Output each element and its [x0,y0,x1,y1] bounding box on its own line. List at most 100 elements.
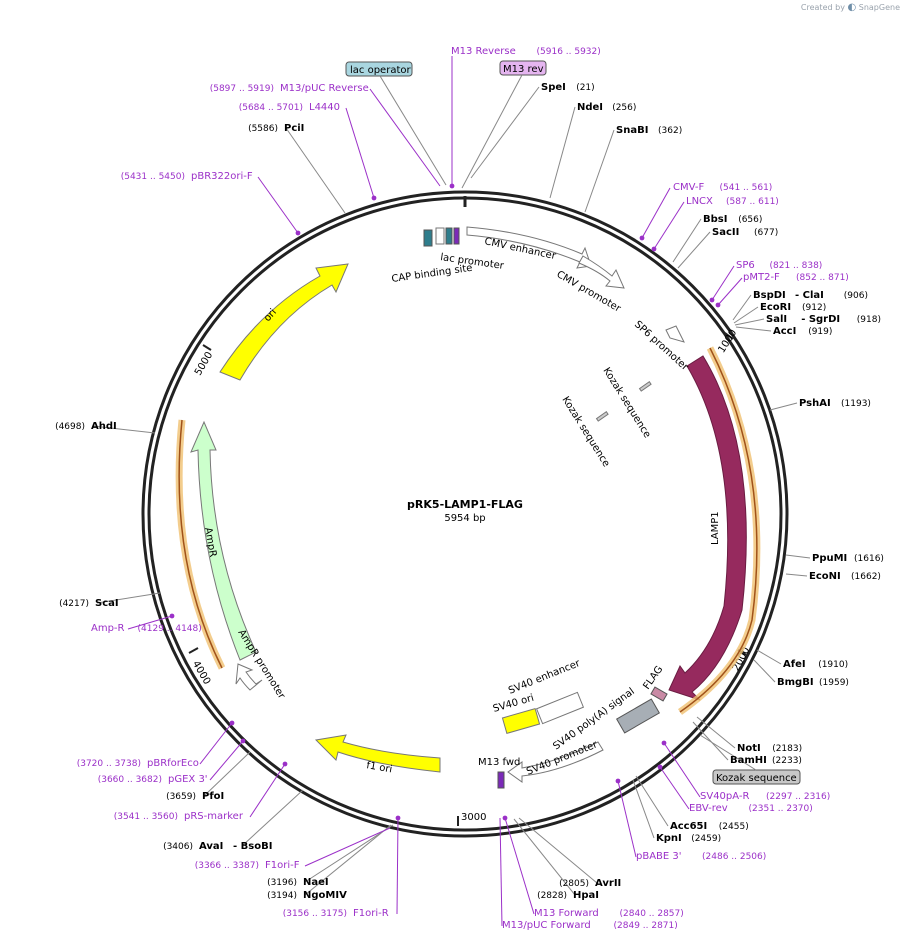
enzyme-NaeI: NaeI [303,877,329,888]
credit-brand: SnapGene [858,3,900,12]
enzyme-PpuMI: PpuMI [812,553,847,564]
primer-site-mark-12 [282,761,288,767]
enzyme-pos-PfoI: (3659) [166,792,196,802]
primer-prs-marker: pRS-marker [184,811,244,822]
primer-site-mark-7 [661,740,667,746]
enzyme-pos-PciI: (5586) [248,124,278,134]
enzyme-PshAI: PshAI [799,398,831,409]
enzyme-SacII: SacII [712,227,739,238]
primer-site-mark-5 [709,297,715,303]
snapgene-logo-icon: ◐ [847,2,857,13]
m13-fwd-label: M13 fwd [478,757,520,768]
primer-pbrforeco: pBRforEco [147,758,199,769]
primer-range-11: (2840 .. 2857) [620,909,684,919]
lamp1-label: LAMP1 [710,511,721,545]
enzyme-NotI: NotI [737,743,761,754]
enzyme-pos-AfeI: (1910) [818,660,848,670]
primer-site-mark-1 [371,195,377,201]
enzyme-SpeI: SpeI [541,82,566,93]
flag-feature [650,686,668,702]
enzyme-EcoRI: EcoRI [760,302,791,313]
primer-range-14: (3156 .. 3175) [283,909,347,919]
primer-ebv-rev: EBV-rev [689,803,728,814]
credit: Created by ◐ SnapGene [801,2,900,13]
m13-fwd-feature [497,771,505,789]
enzyme-BmgBI: BmgBI [777,677,814,688]
primer-lncx: LNCX [686,196,713,207]
features [175,226,761,789]
primer-range-2: (5684 .. 5701) [239,103,303,113]
lac-promoter-feature [435,227,445,245]
flag-label: FLAG [641,664,665,692]
kozak-mark-1 [638,381,652,392]
primer-range-16: (3660 .. 3682) [98,775,162,785]
primer-site-mark-3 [639,235,645,241]
kozak-mark-2 [595,411,609,422]
leader-lines [92,56,811,927]
enzyme-pos-PpuMI: (1616) [854,554,884,564]
primer-site-mark-8 [657,764,663,770]
primer-site-mark-0 [449,183,455,189]
enzyme-pos-BmgBI: (1959) [819,678,849,688]
sv40-polya-feature [615,698,661,734]
primer-range-15: (3541 .. 3560) [114,812,178,822]
primer-site-mark-11 [395,815,401,821]
enzyme-pos-EcoRI: (912) [802,303,826,313]
enzyme-pos-NotI: (2183) [772,744,802,754]
enzyme-ClaI: - ClaI [795,290,824,301]
ampr-promoter-arrow [235,663,263,691]
enzyme-BspDI: BspDI [753,290,786,301]
ampr-arrow [190,420,257,661]
enzyme-pos-SalI: (918) [857,315,881,325]
plasmid-name: pRK5-LAMP1-FLAG [407,498,523,511]
primer-site-mark-10 [502,815,508,821]
primer-amp-r: Amp-R [91,623,125,634]
primer-sv40pa-r: SV40pA-R [700,791,749,802]
enzyme-BamHI: BamHI [730,755,767,766]
primer-range-12: (2849 .. 2871) [614,921,678,931]
enzyme-ScaI: ScaI [95,598,119,609]
primer-cmv-f: CMV-F [673,182,704,193]
enzyme-pos-SacII: (677) [754,228,778,238]
primer-pgex-3-: pGEX 3' [168,774,208,785]
cap-site-label: CAP binding site [391,263,473,285]
m13-rev-box: M13 rev [499,60,547,76]
cmv-enhancer-arrow [466,226,592,269]
primer-range-18: (4129 .. 4148) [138,624,202,634]
enzyme-pos-AvaI: (3406) [163,842,193,852]
kozak-box: Kozak sequence [712,769,801,785]
primer-f1ori-f: F1ori-F [265,860,300,871]
primer-sp6: SP6 [736,260,755,271]
enzyme-pos-SnaBI: (362) [658,126,682,136]
enzyme-pos-HpaI: (2828) [537,891,567,901]
enzyme-pos-AvrII: (2805) [559,879,589,889]
lac-operator-box: lac operator [345,61,413,77]
tick-5000: 5000 [193,350,215,378]
f1-ori-arrow [314,734,441,773]
tick-3000: 3000 [461,812,486,823]
primer-m13-puc-forward: M13/pUC Forward [502,920,591,931]
primer-range-8: (2297 .. 2316) [766,792,830,802]
ampr-promoter-label: AmpR promoter [235,628,287,702]
credit-prefix: Created by [800,3,845,12]
enzyme-EcoNI: EcoNI [809,571,841,582]
enzyme-pos-SpeI: (21) [576,83,594,93]
enzyme-AccI: AccI [773,326,796,337]
enzyme-Acc65I: Acc65I [670,821,707,832]
svg-text:Kozak sequence: Kozak sequence [716,773,797,784]
primer-pbabe-3-: pBABE 3' [636,851,682,862]
enzyme-AvaI: AvaI [199,841,223,852]
primer-site-mark-15 [169,613,175,619]
enzyme-AfeI: AfeI [783,659,806,670]
primer-site-mark-6 [715,302,721,308]
tick-marks: 1000 2000 3000 4000 5000 [188,196,752,826]
primer-f1ori-r: F1ori-R [353,908,389,919]
primer-m13-puc-reverse: M13/pUC Reverse [280,83,369,94]
primer-range-13: (3366 .. 3387) [195,861,259,871]
enzyme-pos-AhdI: (4698) [55,422,85,432]
svg-text:lac operator: lac operator [350,65,411,76]
primer-pmt2-f: pMT2-F [743,272,780,283]
m13-rev-feature [453,227,460,245]
cmv-promoter-arrow [578,255,625,289]
primer-site-mark-2 [295,230,301,236]
